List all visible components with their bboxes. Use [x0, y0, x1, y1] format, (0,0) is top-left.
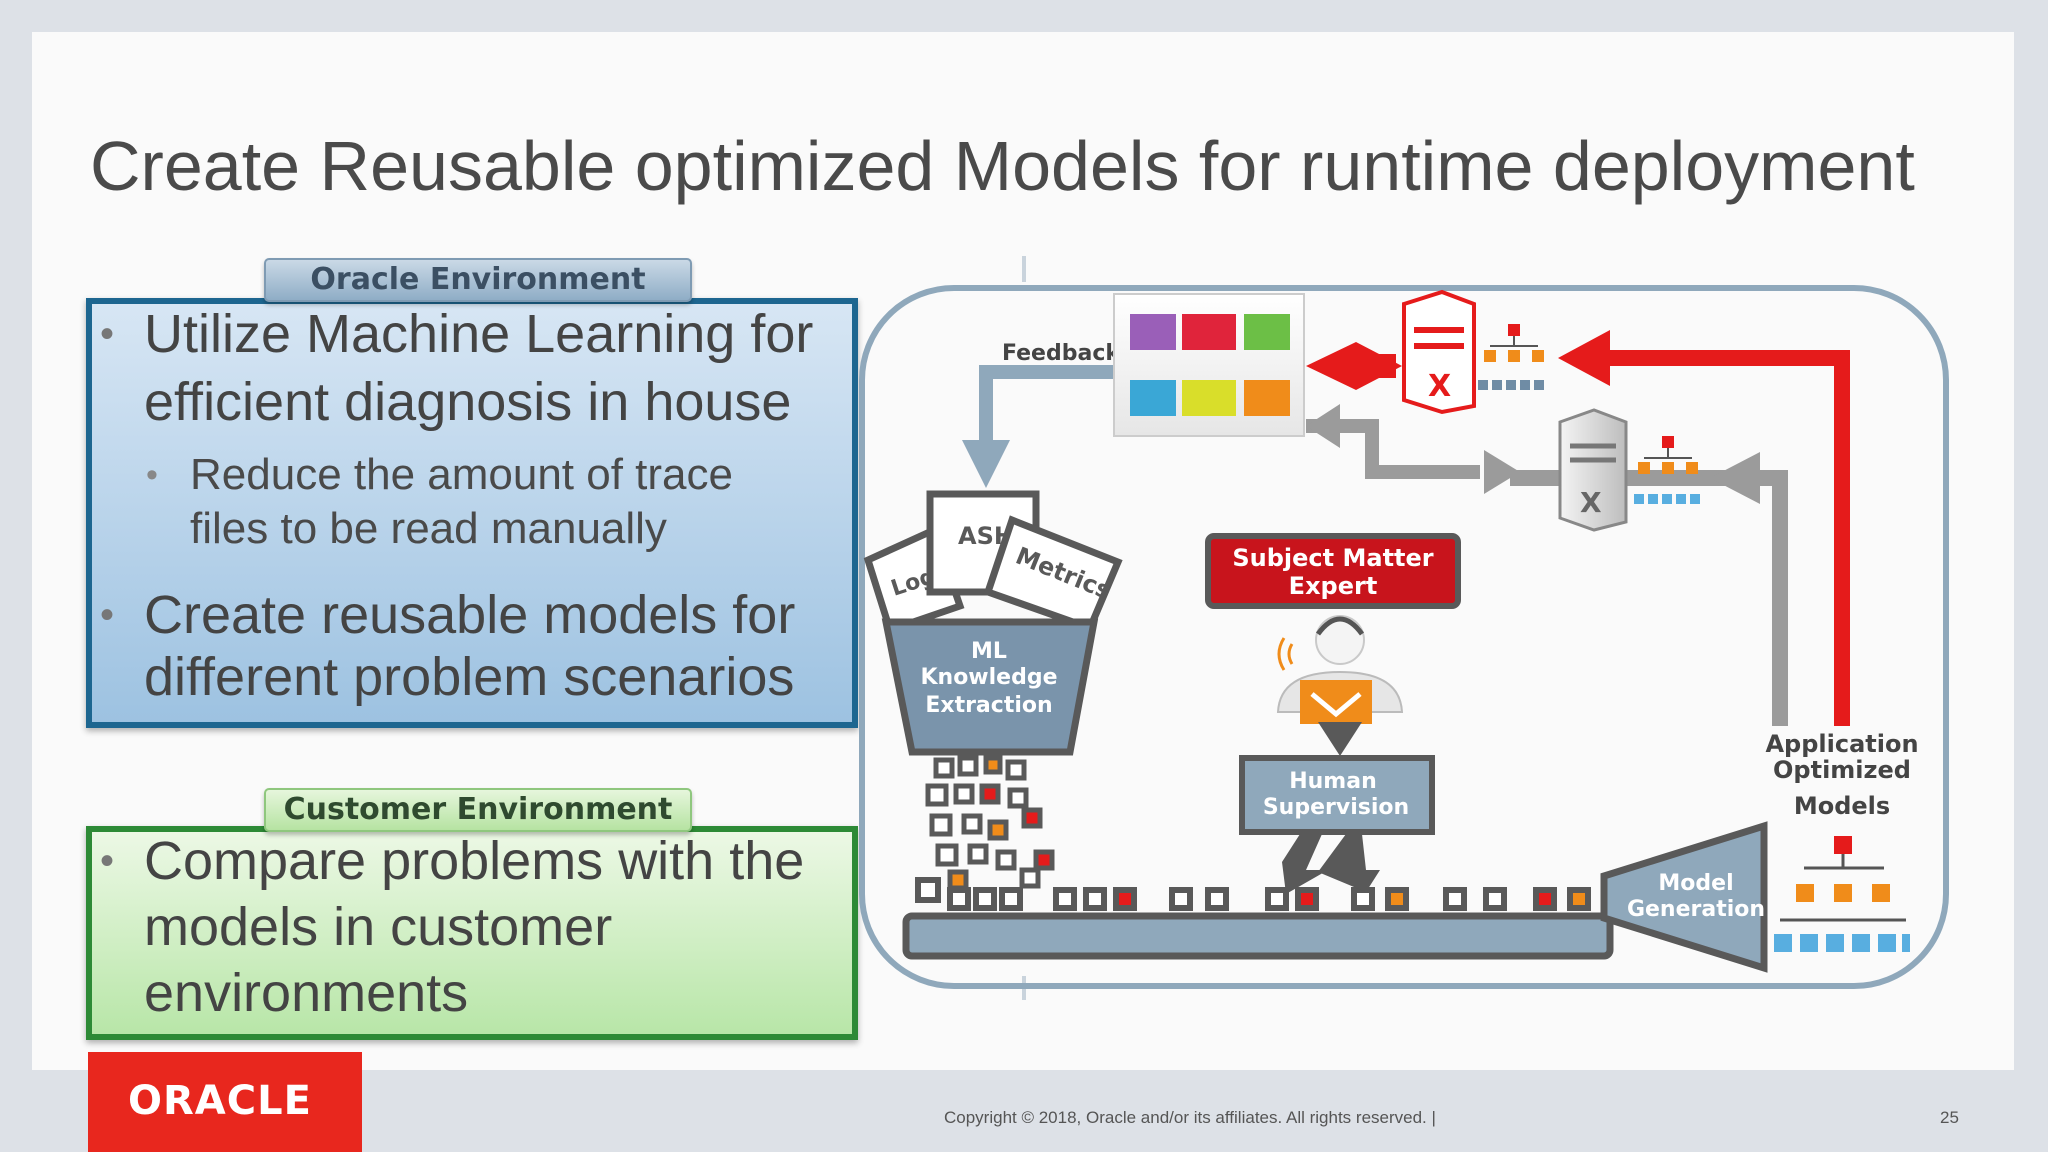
oracle-bullet-2: • Create reusable models for different p… [100, 584, 844, 708]
sme-badge [1205, 533, 1461, 609]
hierarchy-icon [1478, 324, 1544, 390]
model-generation-funnel [1600, 821, 1768, 973]
oracle-logo: ORACLE [88, 1052, 362, 1152]
oracle-environment-box: • Utilize Machine Learning for efficient… [86, 298, 858, 728]
diagram-container [859, 285, 1949, 989]
svg-text:X: X [1580, 486, 1602, 519]
feedback-label: Feedback [1002, 341, 1121, 366]
bullet-dot: • [100, 839, 115, 883]
oracle-bullet-1-text: Utilize Machine Learning for efficient d… [144, 304, 814, 432]
red-return-arrowhead [1558, 330, 1610, 386]
gray-link-arrowhead-right [1484, 450, 1520, 494]
red-arrow-left [1306, 342, 1356, 390]
hierarchy-icon [1634, 436, 1700, 504]
red-return-line [1604, 350, 1850, 726]
sme-label-line-1: Subject Matter [1232, 544, 1433, 572]
falling-data-blocks [925, 755, 1055, 891]
sme-label-line-2: Expert [1289, 572, 1378, 600]
gray-return-arrowhead [1710, 452, 1760, 504]
customer-bullet-1: • Compare problems with the models in cu… [100, 828, 844, 1026]
human-label-line-1: Human [1289, 769, 1377, 794]
oracle-sub-bullet-1-text: Reduce the amount of trace files to be r… [190, 450, 733, 553]
bullet-dot: • [100, 593, 115, 637]
ml-label-line-1: ML [971, 639, 1007, 664]
oracle-logo-text: ORACLE [128, 1078, 312, 1124]
page-number: 25 [1940, 1108, 1959, 1127]
customer-environment-box: • Compare problems with the models in cu… [86, 826, 858, 1040]
conveyor-blocks [915, 877, 1591, 911]
feedback-arrow [979, 365, 1118, 446]
dashboard-thumbnail [1113, 293, 1305, 437]
oracle-environment-label: Oracle Environment [264, 258, 692, 302]
slide-title: Create Reusable optimized Models for run… [90, 127, 1915, 205]
red-arrow-right [1356, 342, 1402, 390]
customer-environment-label: Customer Environment [264, 788, 692, 832]
optimized-model-hierarchy-icon [1774, 836, 1910, 952]
app-label-line-3: Models [1794, 792, 1890, 820]
expert-person-icon [1276, 615, 1404, 724]
oracle-bullet-2-text: Create reusable models for different pro… [144, 585, 796, 707]
ml-funnel [881, 618, 1099, 756]
sme-down-arrow [1318, 722, 1362, 756]
gray-link-arrowhead-left [1306, 404, 1340, 448]
copyright-text: Copyright © 2018, Oracle and/or its affi… [944, 1108, 1436, 1127]
bullet-dot: • [100, 312, 115, 356]
ml-label-line-3: Extraction [925, 693, 1052, 718]
model-gen-label-line-1: Model [1658, 871, 1733, 896]
supervision-arrow-left [1282, 834, 1328, 894]
app-label-line-2: Optimized [1773, 756, 1911, 784]
feedback-arrowhead [962, 440, 1010, 488]
metrics-document-icon: Metrics [983, 515, 1123, 633]
human-supervision-box [1239, 755, 1435, 835]
model-gen-label-line-2: Generation [1627, 897, 1765, 922]
customer-bullet-1-text: Compare problems with the models in cust… [144, 831, 805, 1023]
supervision-arrow-right [1318, 834, 1380, 892]
oracle-sub-bullet-1: • Reduce the amount of trace files to be… [146, 448, 810, 556]
red-server-icon: X [1402, 289, 1476, 415]
gray-server-icon: X [1558, 408, 1628, 532]
human-label-line-2: Supervision [1263, 795, 1409, 820]
app-label-line-1: Application [1765, 730, 1918, 758]
bullet-dot: • [146, 456, 158, 494]
gray-return-line [1510, 470, 1788, 726]
oracle-bullet-1: • Utilize Machine Learning for efficient… [100, 300, 844, 436]
svg-text:X: X [1428, 369, 1451, 404]
conveyor-belt [902, 912, 1614, 960]
ml-label-line-2: Knowledge [920, 665, 1057, 690]
